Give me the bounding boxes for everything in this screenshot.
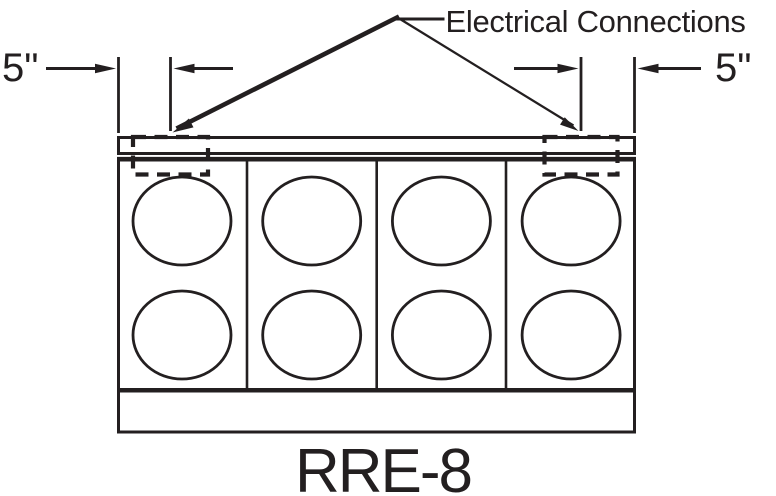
dimension-left [46,63,233,74]
leader-line-left [175,14,401,131]
connection-box-right [542,134,620,177]
burner-circle [390,289,492,381]
burner-circle [131,289,233,381]
arrowhead-right-icon [557,63,579,74]
dimension-label-left: 5" [2,46,38,90]
burner-circle [261,289,363,381]
burner-circle [520,175,622,267]
top-ledge-band [117,136,636,155]
range-body [117,136,636,434]
dimension-right [514,63,701,74]
callout-leader [172,14,579,133]
burner-circle [261,175,363,267]
arrowhead-left-icon [173,63,195,74]
extension-lines [117,57,636,133]
burner-circle [520,289,622,381]
burner-circle [390,175,492,267]
leader-arrowhead-left-icon [172,118,194,133]
leader-arrowhead-right-icon [560,117,579,131]
burners [131,175,622,381]
dimension-label-right: 5" [715,46,751,90]
model-label: RRE-8 [295,437,471,496]
callout-label: Electrical Connections [446,4,746,39]
arrowhead-right-icon [95,63,116,74]
electrical-connections [130,134,620,177]
burner-circle [131,175,233,267]
connection-box-left [130,134,211,177]
base-plinth [117,389,636,434]
arrowhead-left-icon [637,63,659,74]
leader-line-right [396,16,575,127]
